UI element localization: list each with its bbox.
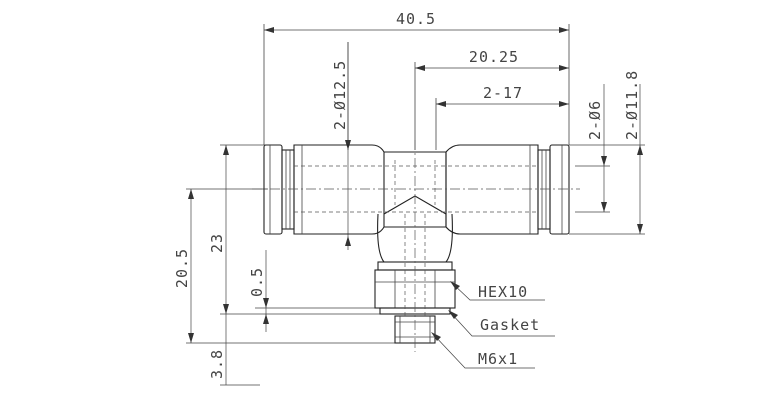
half-length-label: 20.25 (469, 48, 519, 66)
callout-leaders (431, 281, 555, 369)
dim-half-length (415, 65, 569, 71)
centerlines (252, 140, 580, 352)
dim-overall-length (264, 27, 569, 33)
gasket-thickness-label: 0.5 (248, 267, 266, 297)
hidden-lines (294, 160, 538, 316)
thread-callout: M6x1 (478, 350, 518, 368)
total-height-label: 23 (208, 233, 226, 253)
dim-tube-insert (436, 101, 569, 107)
dim-tube-od (601, 84, 607, 212)
release-ring-od-label: 2-Ø11.8 (623, 70, 641, 140)
dim-total-height (223, 145, 229, 385)
tube-insert-label: 2-17 (483, 84, 523, 102)
axis-height-label: 20.5 (173, 248, 191, 288)
tube-od-label: 2-Ø6 (586, 100, 604, 140)
overall-length-label: 40.5 (396, 10, 436, 28)
dim-axis-height (188, 189, 194, 343)
dim-release-ring-od (637, 84, 643, 234)
fitting-outline (263, 144, 570, 344)
thread-length-label: 3.8 (208, 349, 226, 379)
hex-callout: HEX10 (478, 283, 528, 301)
body-od-label: 2-Ø12.5 (331, 60, 349, 130)
extension-lines (186, 24, 645, 386)
dim-gasket-thickness (263, 250, 269, 332)
gasket-callout: Gasket (480, 316, 540, 334)
